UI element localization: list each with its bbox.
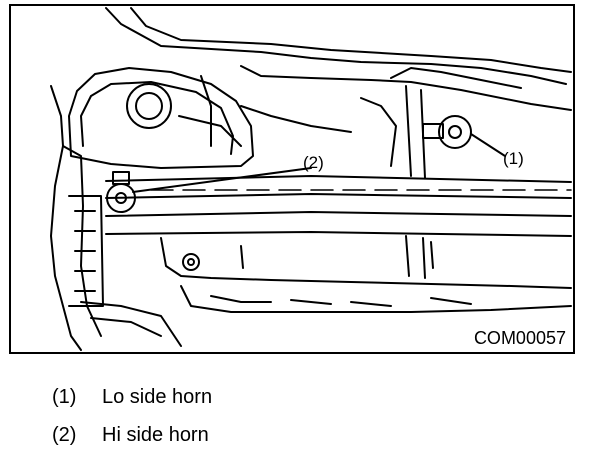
front-bumper-horn-illustration [50, 7, 572, 351]
headlamp-housing [68, 67, 254, 169]
legend-label: Hi side horn [102, 424, 209, 446]
legend-item-hi-side-horn: (2) Hi side horn [52, 424, 209, 446]
callout-hi-side-horn: (2) [303, 153, 324, 172]
illustration-frame: (1) (2) COM00057 [9, 4, 575, 354]
mounting-bolt [182, 253, 200, 271]
lo-horn-bracket [422, 123, 444, 139]
figure-code: COM00057 [473, 328, 566, 348]
legend-item-lo-side-horn: (1) Lo side horn [52, 386, 212, 408]
hi-side-horn-icon [106, 183, 136, 213]
legend-number: (2) [52, 424, 77, 446]
lo-side-horn-icon [438, 115, 472, 149]
callout-lo-side-horn: (1) [503, 149, 524, 168]
legend-label: Lo side horn [102, 386, 213, 408]
legend-number: (1) [52, 386, 77, 408]
headlamp-bulb-socket [126, 83, 172, 129]
bumper-side-panel [50, 85, 82, 351]
bumper-reinforcement [105, 175, 572, 183]
hi-horn-bracket [112, 171, 130, 185]
